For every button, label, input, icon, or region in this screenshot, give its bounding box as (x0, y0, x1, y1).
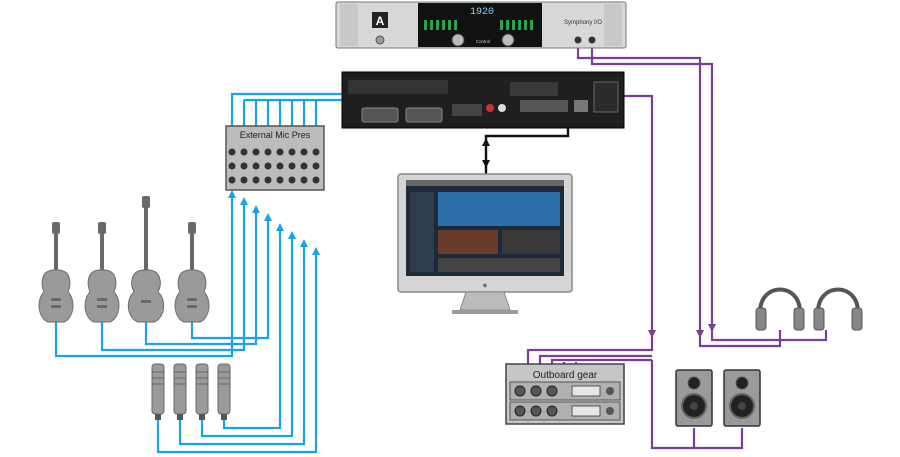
svg-text:●: ● (482, 280, 487, 290)
svg-text:A: A (376, 14, 385, 28)
condenser-mic-icon (173, 363, 187, 421)
condenser-mic-icon (195, 363, 209, 421)
wire-mic-1 (156, 252, 318, 454)
headphones-icon (754, 287, 806, 332)
wire-headphones-1 (698, 330, 782, 348)
condenser-mic-icon (151, 363, 165, 421)
knob-label: Control (476, 39, 491, 44)
electric-guitar-icon (174, 221, 210, 323)
model-label: Symphony I/O (564, 20, 602, 26)
electric-guitar-icon (38, 221, 74, 323)
studio-monitor-icon (675, 369, 713, 427)
wire-guitar-1 (54, 195, 234, 358)
interface-rear-panel (341, 71, 625, 129)
wire-speaker-right (694, 428, 744, 450)
headphone-jack-1[interactable] (574, 36, 582, 44)
outboard-gear: Outboard gear (505, 363, 625, 425)
symphony-io-unit: A 1920 Control Symphony I/O (335, 1, 627, 49)
headphone-jack-2[interactable] (588, 36, 596, 44)
condenser-mic-icon (217, 363, 231, 421)
control-knob-left[interactable] (451, 33, 465, 47)
control-knob-right[interactable] (501, 33, 515, 47)
external-mic-pres: External Mic Pres (225, 125, 325, 191)
power-button[interactable] (375, 35, 385, 45)
wire-speaker-left (650, 360, 696, 450)
headphones-icon (812, 287, 864, 332)
studio-monitor-icon (723, 369, 761, 427)
mic-pres-label: External Mic Pres (240, 130, 311, 140)
blue-wires (54, 92, 384, 454)
display-value: 1920 (470, 7, 494, 18)
outboard-label: Outboard gear (533, 370, 598, 381)
apogee-a-logo-icon (372, 12, 388, 28)
purple-arrowheads (648, 324, 716, 338)
electric-guitar-icon (84, 221, 120, 323)
imac-icon: ● (397, 173, 573, 314)
blue-arrowheads (228, 190, 320, 255)
level-meters (424, 20, 533, 30)
bass-guitar-icon (127, 195, 165, 323)
